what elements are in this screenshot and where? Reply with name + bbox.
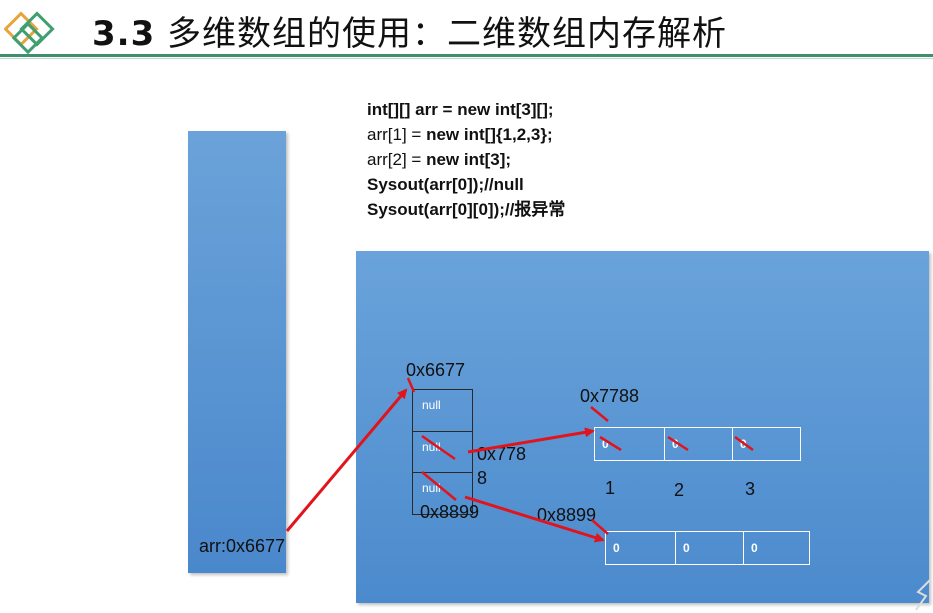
code-line-5: Sysout(arr[0][0]);//报异常 <box>367 200 566 219</box>
array2-cell-0: 0 <box>613 541 620 555</box>
code-line-2-plain: arr[1] = <box>367 125 427 144</box>
strike-null-cell1 <box>421 434 456 461</box>
outer-array-address: 0x6677 <box>406 360 466 380</box>
cell-1-new-address-cont: 8 <box>477 468 488 488</box>
header-divider <box>0 54 933 57</box>
strike-array1-cell0 <box>599 435 622 452</box>
code-line-3-bold: new int[3]; <box>426 150 512 169</box>
diamond-logo-icon <box>4 11 55 55</box>
outer-array-cell-1: null <box>413 431 472 472</box>
code-line-2-bold: new int[]{1,2,3}; <box>426 125 553 144</box>
strike-array1-cell1 <box>667 435 689 452</box>
outer-array-cell-0: null <box>422 398 441 412</box>
title-text: 多维数组的使用：二维数组内存解析 <box>167 14 728 54</box>
array2: 0 0 0 <box>605 531 810 565</box>
array2-cell-1: 0 <box>675 532 743 564</box>
array2-cell-2: 0 <box>743 532 809 564</box>
code-line-3-plain: arr[2] = <box>367 150 427 169</box>
arrow-cell2-to-array2 <box>464 495 605 543</box>
code-line-1: int[][] arr = new int[3][]; <box>367 100 554 119</box>
strike-array1-cell2 <box>734 435 754 452</box>
code-snippet: int[][] arr = new int[3][]; arr[1] = new… <box>367 97 565 222</box>
tick-outer-address <box>406 377 416 393</box>
stack-variable-label: arr:0x6677 <box>199 536 286 556</box>
arrow-cell1-to-array1 <box>467 427 595 454</box>
array1-cell-1: 0 <box>664 428 732 460</box>
array1-value-1: 2 <box>674 480 685 500</box>
code-line-3: arr[2] = new int[3]; <box>367 147 565 172</box>
slide-header: 3.3 多维数组的使用：二维数组内存解析 <box>0 0 933 59</box>
watermark-icon <box>915 579 931 611</box>
code-line-4: Sysout(arr[0]);//null <box>367 175 524 194</box>
header-divider-light <box>0 58 933 59</box>
array1-cell-0: 0 <box>602 437 609 451</box>
array1-value-0: 1 <box>605 478 616 498</box>
cell-2-new-address: 0x8899 <box>420 502 480 522</box>
array1-value-2: 3 <box>745 479 756 499</box>
code-line-2: arr[1] = new int[]{1,2,3}; <box>367 122 565 147</box>
page-title: 3.3 多维数组的使用：二维数组内存解析 <box>92 6 727 55</box>
stack-memory-block <box>188 131 286 573</box>
tick-array2-address <box>591 519 609 535</box>
array1-address: 0x7788 <box>580 386 640 406</box>
strike-null-cell2 <box>421 471 457 501</box>
tick-array1-address <box>590 406 609 422</box>
arrow-stack-to-outer <box>285 388 408 532</box>
array2-address: 0x8899 <box>537 505 597 525</box>
title-number: 3.3 <box>92 14 156 54</box>
